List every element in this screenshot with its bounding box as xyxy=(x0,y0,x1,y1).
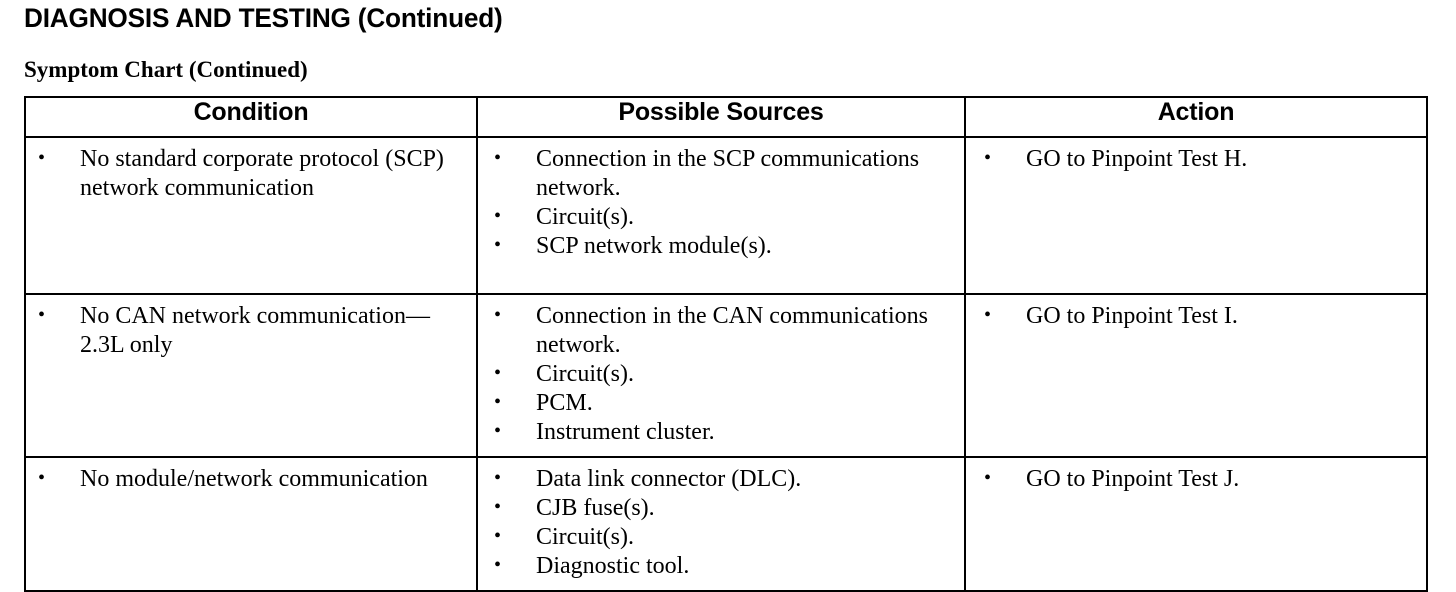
cell-content: GO to Pinpoint Test H. xyxy=(966,138,1426,183)
cell-condition: No CAN network communication— 2.3L only xyxy=(24,293,478,458)
cell-possible-sources: Connection in the CAN communications net… xyxy=(476,293,966,458)
bullet-list: GO to Pinpoint Test H. xyxy=(972,144,1420,174)
cell-possible-sources: Connection in the SCP communications net… xyxy=(476,136,966,295)
list-item: GO to Pinpoint Test J. xyxy=(972,464,1420,494)
list-item: GO to Pinpoint Test H. xyxy=(972,144,1420,174)
list-item: No CAN network communication— 2.3L only xyxy=(32,301,470,360)
bullet-list: GO to Pinpoint Test I. xyxy=(972,301,1420,331)
bullet-list: GO to Pinpoint Test J. xyxy=(972,464,1420,494)
column-header-possible-sources: Possible Sources xyxy=(476,96,966,138)
list-item: Connection in the SCP communications net… xyxy=(484,144,958,203)
table-row: No module/network communication Data lin… xyxy=(24,456,1428,592)
list-item: No module/network communication xyxy=(32,464,470,494)
table-header: Condition Possible Sources Action xyxy=(24,96,1428,138)
column-header-condition: Condition xyxy=(24,96,478,138)
cell-content: No module/network communication xyxy=(26,458,476,503)
cell-action: GO to Pinpoint Test J. xyxy=(964,456,1428,592)
cell-content: Connection in the CAN communications net… xyxy=(478,295,964,456)
bullet-list: No module/network communication xyxy=(32,464,470,494)
bullet-list: Connection in the SCP communications net… xyxy=(484,144,958,261)
list-item: PCM. xyxy=(484,388,958,418)
list-item: GO to Pinpoint Test I. xyxy=(972,301,1420,331)
list-item: Instrument cluster. xyxy=(484,417,958,447)
list-item: Circuit(s). xyxy=(484,202,958,232)
table-row: No CAN network communication— 2.3L only … xyxy=(24,293,1428,458)
cell-content: Connection in the SCP communications net… xyxy=(478,138,964,270)
cell-content: Data link connector (DLC). CJB fuse(s). … xyxy=(478,458,964,590)
cell-action: GO to Pinpoint Test I. xyxy=(964,293,1428,458)
section-title: Symptom Chart (Continued) xyxy=(24,57,308,82)
table-header-row: Condition Possible Sources Action xyxy=(24,96,1428,138)
cell-condition: No standard corporate protocol (SCP) net… xyxy=(24,136,478,295)
bullet-list: Data link connector (DLC). CJB fuse(s). … xyxy=(484,464,958,581)
list-item: Data link connector (DLC). xyxy=(484,464,958,494)
bullet-list: No standard corporate protocol (SCP) net… xyxy=(32,144,470,203)
list-item: CJB fuse(s). xyxy=(484,493,958,523)
cell-content: GO to Pinpoint Test I. xyxy=(966,295,1426,340)
cell-condition: No module/network communication xyxy=(24,456,478,592)
cell-possible-sources: Data link connector (DLC). CJB fuse(s). … xyxy=(476,456,966,592)
bullet-list: No CAN network communication— 2.3L only xyxy=(32,301,470,360)
list-item: Circuit(s). xyxy=(484,522,958,552)
cell-content: GO to Pinpoint Test J. xyxy=(966,458,1426,503)
cell-action: GO to Pinpoint Test H. xyxy=(964,136,1428,295)
list-item: No standard corporate protocol (SCP) net… xyxy=(32,144,470,203)
list-item: SCP network module(s). xyxy=(484,231,958,261)
cell-content: No standard corporate protocol (SCP) net… xyxy=(26,138,476,212)
cell-content: No CAN network communication— 2.3L only xyxy=(26,295,476,369)
list-item: Connection in the CAN communications net… xyxy=(484,301,958,360)
table-row: No standard corporate protocol (SCP) net… xyxy=(24,136,1428,295)
column-header-action: Action xyxy=(964,96,1428,138)
symptom-chart-table: Condition Possible Sources Action No sta… xyxy=(24,96,1428,592)
table-body: No standard corporate protocol (SCP) net… xyxy=(24,136,1428,592)
list-item: Circuit(s). xyxy=(484,359,958,389)
page-title: DIAGNOSIS AND TESTING (Continued) xyxy=(24,3,503,33)
bullet-list: Connection in the CAN communications net… xyxy=(484,301,958,447)
list-item: Diagnostic tool. xyxy=(484,551,958,581)
